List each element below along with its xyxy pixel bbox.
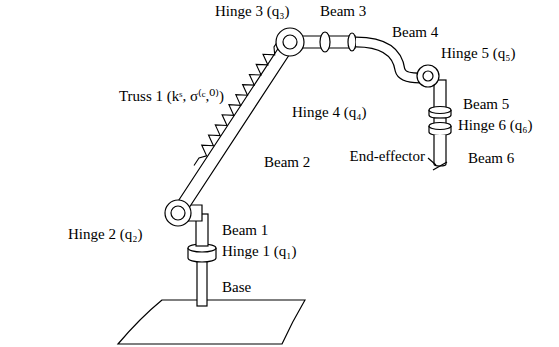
beam-label: Beam 5 bbox=[463, 96, 509, 113]
truss-label: Truss 1 (kˢ, σ⁽ᶜ,⁰⁾) bbox=[119, 88, 224, 105]
hinge-label: Hinge 2 (q₂) bbox=[68, 226, 142, 243]
hinge-label: Hinge 5 (q₅) bbox=[441, 45, 515, 62]
beam-4 bbox=[356, 42, 420, 78]
hinge-2 bbox=[165, 200, 191, 226]
base-pole bbox=[197, 260, 207, 306]
beam-label: Beam 1 bbox=[222, 222, 268, 239]
hinge-label: Hinge 3 (q₃) bbox=[215, 3, 289, 20]
end-effector-mark bbox=[433, 162, 447, 170]
hinge-label: Hinge 6 (q₆) bbox=[458, 117, 532, 134]
end-effector-leader bbox=[428, 158, 436, 165]
hinge-5 bbox=[417, 65, 439, 87]
hinge-3-inner bbox=[283, 35, 297, 49]
beam-4-outline bbox=[356, 42, 420, 78]
beam-2-outline bbox=[178, 42, 290, 213]
beam-3-flange bbox=[320, 32, 330, 52]
hinge-5-inner bbox=[423, 71, 433, 81]
hinge-label: Hinge 1 (q₁) bbox=[222, 243, 296, 260]
beam-6 bbox=[434, 135, 446, 166]
end-effector-label: End-effector bbox=[349, 148, 425, 165]
base-label: Base bbox=[222, 279, 251, 296]
beam-label: Beam 2 bbox=[264, 154, 310, 171]
hinge-6-top bbox=[429, 123, 451, 130]
hinge-2-inner bbox=[171, 206, 185, 220]
hinge-3 bbox=[276, 28, 304, 56]
base-plate bbox=[118, 300, 305, 344]
hinge-4 bbox=[348, 33, 356, 51]
beam-label: Beam 4 bbox=[392, 24, 438, 41]
beam-2 bbox=[178, 42, 290, 213]
hinge-label: Hinge 4 (q₄) bbox=[292, 104, 366, 121]
beam-label: Beam 3 bbox=[320, 3, 366, 20]
beam-label: Beam 6 bbox=[468, 150, 514, 167]
beam-5-flange-top bbox=[429, 107, 451, 114]
